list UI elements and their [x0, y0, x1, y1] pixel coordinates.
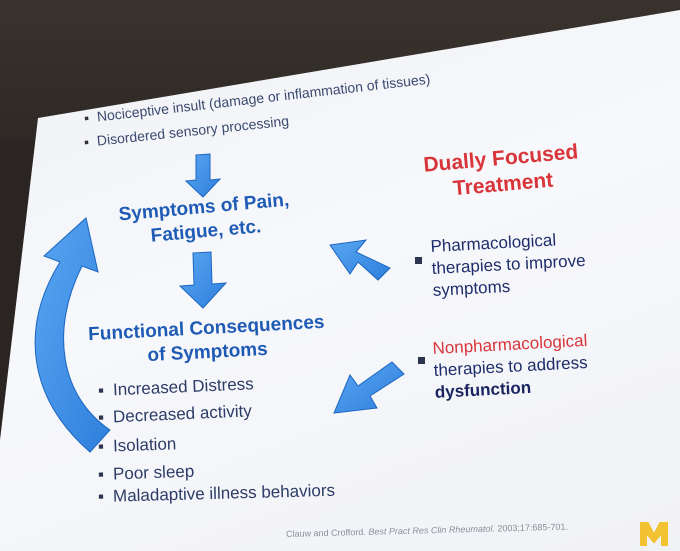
- list-item: Isolation: [98, 434, 177, 457]
- bullet-square: [418, 357, 425, 364]
- nonpharmacological-text: Nonpharmacological therapies to address …: [432, 330, 590, 404]
- citation-authors: Clauw and Crofford.: [285, 526, 366, 539]
- pharmacological-text: Pharmacological therapies to improve sym…: [430, 228, 587, 302]
- bullet-square: [415, 257, 422, 264]
- down-arrow-icon: [178, 251, 228, 309]
- citation-ref: 2003;17:685-701.: [497, 521, 569, 534]
- list-item: Poor sleep: [98, 462, 195, 485]
- left-arrow-icon: [329, 239, 391, 281]
- curved-feedback-arrow-icon: [34, 217, 111, 453]
- down-arrow-icon: [184, 153, 222, 198]
- down-left-arrow-icon: [333, 361, 405, 414]
